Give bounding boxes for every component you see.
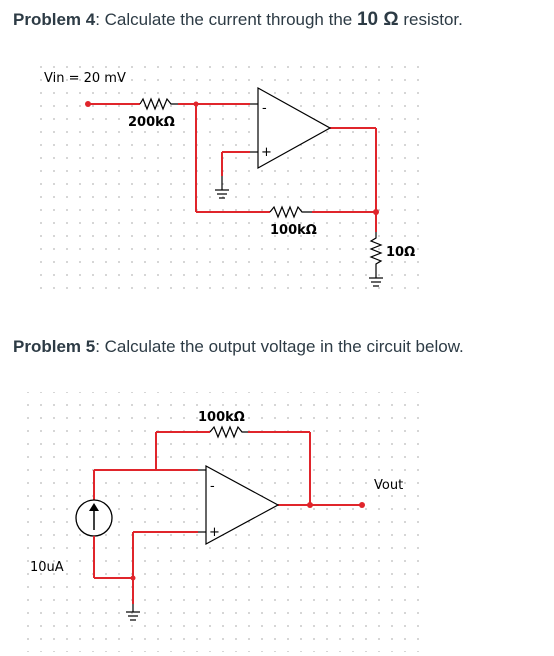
problem-5-title: Problem 5: Calculate the output voltage … <box>13 337 464 357</box>
problem-5-label: Problem 5 <box>13 337 96 356</box>
problem-4-title: Problem 4: Calculate the current through… <box>13 9 463 31</box>
problem-5-text: : Calculate the output voltage in the ci… <box>95 337 464 356</box>
p4-op-amp <box>257 86 332 170</box>
p4-grid <box>30 64 428 296</box>
problem-4-label: Problem 4 <box>13 10 96 29</box>
p4-minus-sign: - <box>262 101 267 116</box>
p4-resistor-200k <box>139 97 178 111</box>
p4-plus-sign: + <box>261 145 272 160</box>
problem-5-schematic: 100kΩ Vout - + 10uA <box>18 392 426 652</box>
p4-resistor-100k <box>269 205 312 219</box>
p5-vout-label: Vout <box>374 478 403 493</box>
p4-rf-label: 100kΩ <box>270 223 317 238</box>
p4-load-ground-icon <box>369 277 383 287</box>
p4-r1-label: 200kΩ <box>128 115 175 130</box>
p5-current-arrow-icon <box>89 503 99 530</box>
p4-resistor-10ohm <box>369 232 383 278</box>
problem-4-tail: resistor. <box>398 10 463 29</box>
p5-vout-node <box>359 502 365 508</box>
p5-rf-label: 100kΩ <box>198 410 245 425</box>
p4-vin-label: Vin = 20 mV <box>44 71 126 86</box>
p5-resistor-100k <box>209 425 248 439</box>
p4-ground-icon <box>215 189 229 199</box>
p5-minus-sign: - <box>210 479 215 494</box>
p5-ground-icon <box>126 611 140 621</box>
p4-rload-label: 10Ω <box>386 245 415 260</box>
p5-source-label: 10uA <box>30 560 64 575</box>
problem-4-text: : Calculate the current through the <box>95 10 357 29</box>
p5-plus-sign: + <box>209 525 220 540</box>
problem-4-resistor-value: 10 Ω <box>356 9 399 30</box>
p5-op-amp <box>205 464 280 546</box>
problem-4-schematic: Vin = 20 mV 200kΩ 100kΩ - + <box>30 64 428 296</box>
